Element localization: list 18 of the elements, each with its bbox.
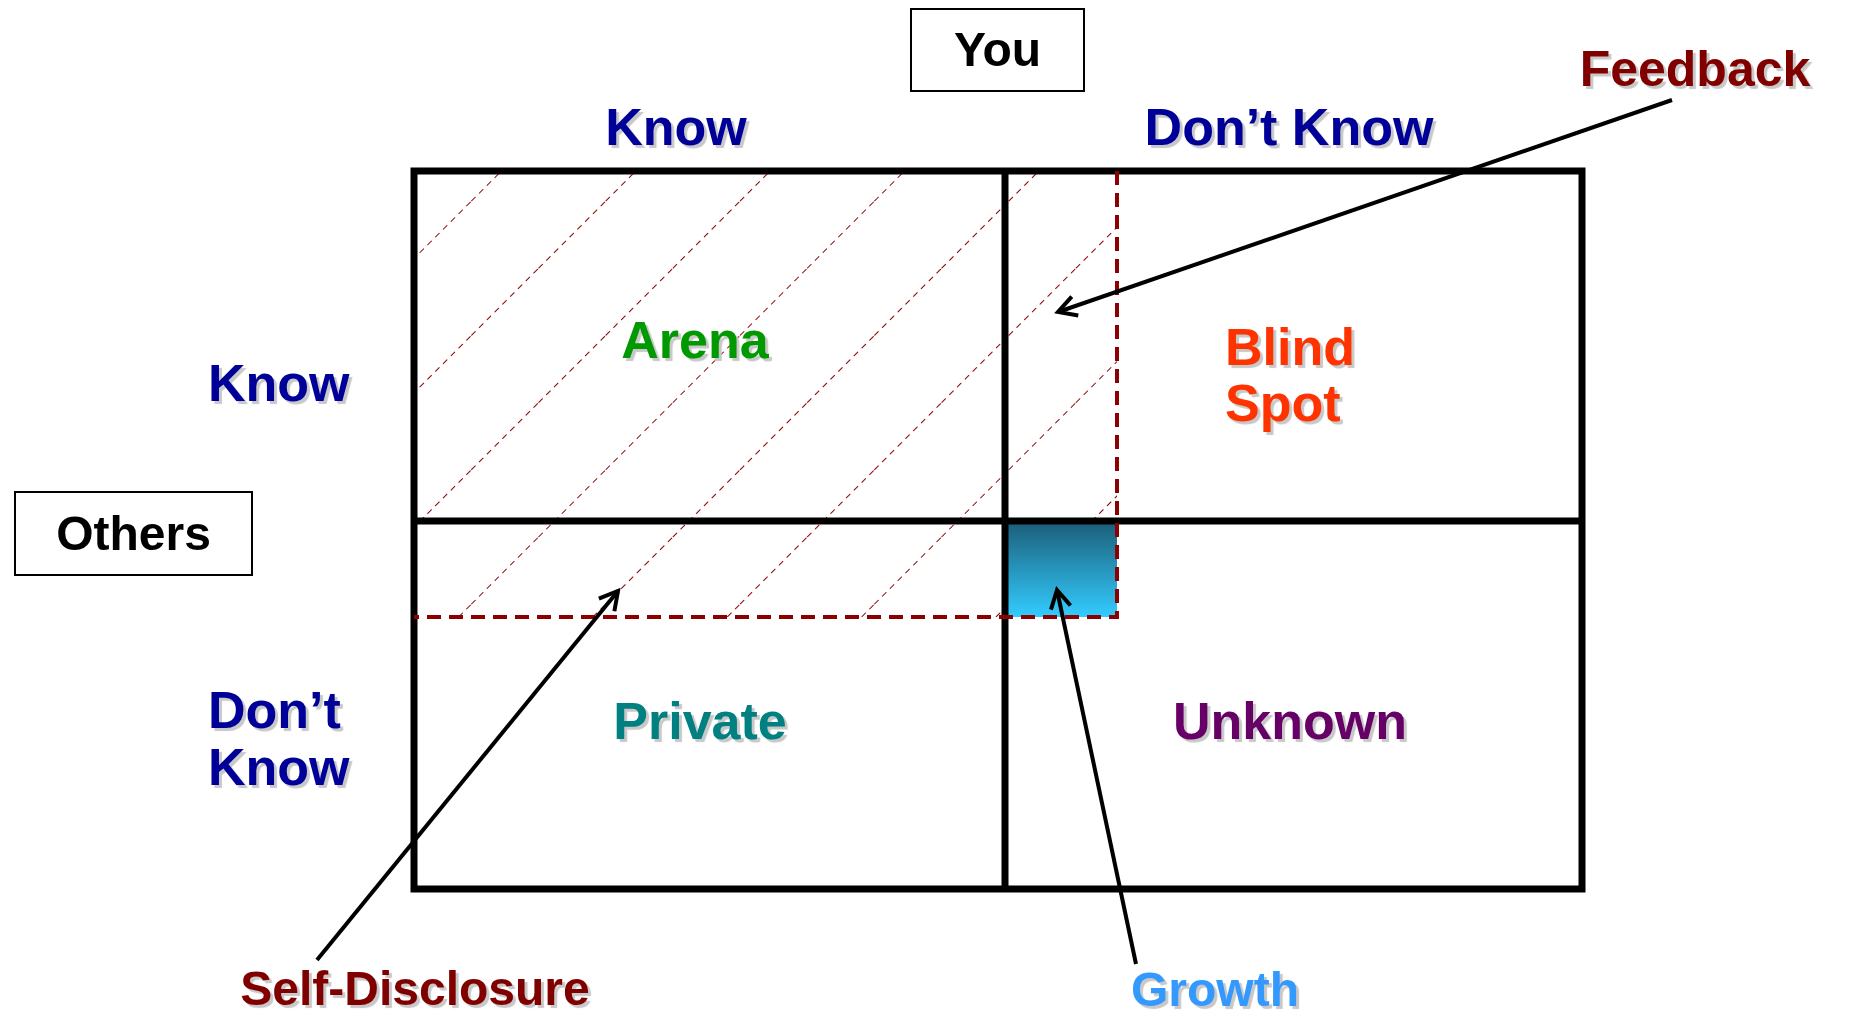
quadrant-title: Arena [621,311,769,369]
axis-title-box [910,8,1085,92]
axis-label: Know [208,355,351,413]
quadrant-title: Private [613,692,787,750]
callout-text: Self-Disclosure [240,963,590,1015]
axis-label: Don’t Know [1144,99,1434,157]
axis-title: You [953,24,1042,76]
arrow [1056,98,1673,318]
axis-title-box [14,491,253,576]
axis-title: Others [56,507,211,560]
quadrant-title: Blind Spot [1225,318,1356,432]
arrow [1048,588,1138,965]
axis-label: Don’t Know [208,681,351,797]
callout-text: Growth [1131,964,1299,1016]
arrow [315,589,620,962]
axis-label: Know [605,99,747,157]
quadrant-title: Unknown [1173,692,1407,750]
callout-text: Feedback [1579,42,1811,96]
